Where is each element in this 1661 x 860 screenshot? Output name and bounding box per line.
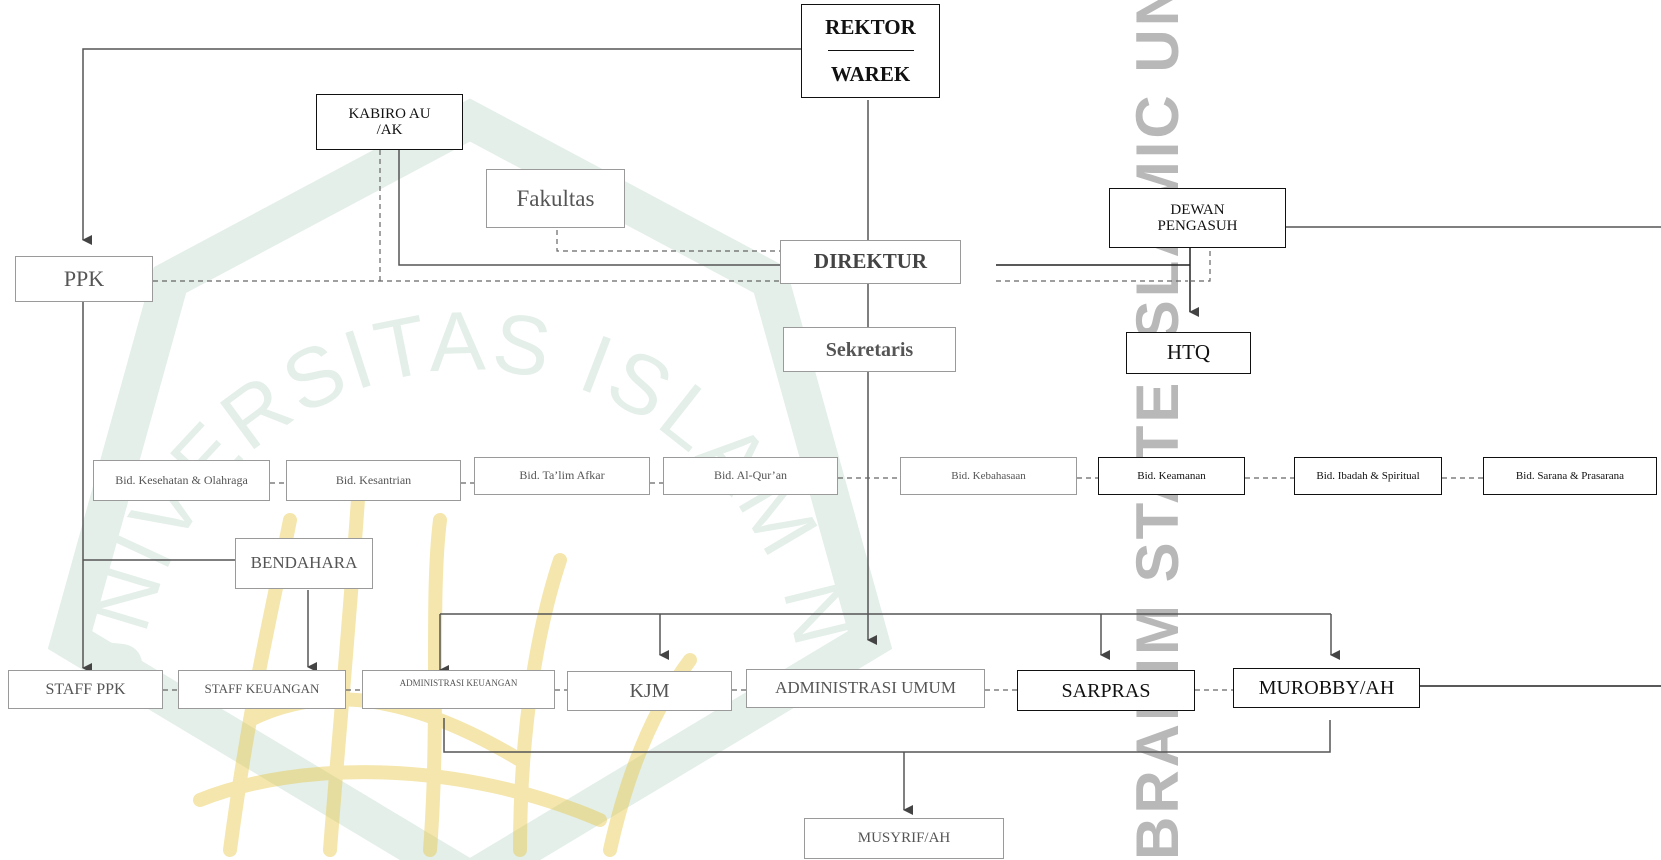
administrasi-umum-label: ADMINISTRASI UMUM xyxy=(775,678,956,698)
bid-ibadah-label: Bid. Ibadah & Spiritual xyxy=(1316,469,1420,482)
fakultas-label: Fakultas xyxy=(516,185,595,211)
bid-keamanan-box: Bid. Keamanan xyxy=(1098,457,1245,495)
sarpras-label: SARPRAS xyxy=(1061,679,1151,702)
bid-quran-box: Bid. Al-Qur’an xyxy=(663,457,838,495)
kjm-label: KJM xyxy=(629,680,670,702)
administrasi-keuangan-box: ADMINISTRASI KEUANGAN xyxy=(362,670,555,709)
bid-quran-label: Bid. Al-Qur’an xyxy=(713,468,788,483)
administrasi-keuangan-label: ADMINISTRASI KEUANGAN xyxy=(399,678,518,688)
bendahara-label: BENDAHARA xyxy=(250,553,358,573)
kabiro-label: KABIRO AU /AK xyxy=(348,105,431,139)
bendahara-box: BENDAHARA xyxy=(235,538,373,589)
warek-label: WAREK xyxy=(830,62,911,86)
bid-talim-label: Bid. Ta’lim Afkar xyxy=(519,468,605,483)
dewan-pengasuh-box: DEWAN PENGASUH xyxy=(1109,188,1286,248)
staff-keuangan-box: STAFF KEUANGAN xyxy=(178,670,346,709)
kabiro-box: KABIRO AU /AK xyxy=(316,94,463,150)
murobby-label: MUROBBY/AH xyxy=(1258,677,1395,699)
kjm-box: KJM xyxy=(567,671,732,711)
bid-kesehatan-box: Bid. Kesehatan & Olahraga xyxy=(93,460,270,501)
direktur-label: DIREKTUR xyxy=(813,249,928,274)
divider xyxy=(827,50,914,51)
musyrif-box: MUSYRIF/AH xyxy=(804,818,1004,859)
htq-label: HTQ xyxy=(1166,340,1211,365)
staff-ppk-label: STAFF PPK xyxy=(45,680,126,698)
bid-kesehatan-label: Bid. Kesehatan & Olahraga xyxy=(115,472,248,487)
bid-sarana-label: Bid. Sarana & Prasarana xyxy=(1515,469,1625,482)
sekretaris-label: Sekretaris xyxy=(825,338,914,361)
staff-keuangan-label: STAFF KEUANGAN xyxy=(204,681,320,697)
ppk-label: PPK xyxy=(63,265,105,291)
bid-kebahasaan-box: Bid. Kebahasaan xyxy=(900,457,1077,495)
staff-ppk-box: STAFF PPK xyxy=(8,670,163,709)
rektor-label: REKTOR xyxy=(825,14,916,39)
administrasi-umum-box: ADMINISTRASI UMUM xyxy=(746,669,985,708)
htq-box: HTQ xyxy=(1126,332,1251,374)
musyrif-label: MUSYRIF/AH xyxy=(857,830,951,847)
bid-kesantrian-label: Bid. Kesantrian xyxy=(335,472,412,487)
side-watermark-text: BRAHIM STATE ISLAMIC UNIVERSITY OF xyxy=(1124,0,1191,860)
bid-sarana-box: Bid. Sarana & Prasarana xyxy=(1483,457,1657,495)
ppk-box: PPK xyxy=(15,256,153,302)
murobby-box: MUROBBY/AH xyxy=(1233,668,1420,708)
rektor-warek-box: REKTOR WAREK xyxy=(801,4,940,98)
fakultas-box: Fakultas xyxy=(486,169,625,228)
bid-talim-box: Bid. Ta’lim Afkar xyxy=(474,457,650,495)
sekretaris-box: Sekretaris xyxy=(783,327,956,372)
svg-text:BRAHIM STATE ISLAMIC UNIVERSIT: BRAHIM STATE ISLAMIC UNIVERSITY OF xyxy=(1124,0,1191,860)
dewan-label: DEWAN PENGASUH xyxy=(1157,201,1238,235)
bid-keamanan-label: Bid. Keamanan xyxy=(1137,469,1206,482)
direktur-box: DIREKTUR xyxy=(780,240,961,284)
bid-kesantrian-box: Bid. Kesantrian xyxy=(286,460,461,501)
sarpras-box: SARPRAS xyxy=(1017,670,1195,711)
bid-ibadah-box: Bid. Ibadah & Spiritual xyxy=(1294,457,1442,495)
bid-kebahasaan-label: Bid. Kebahasaan xyxy=(951,469,1026,482)
